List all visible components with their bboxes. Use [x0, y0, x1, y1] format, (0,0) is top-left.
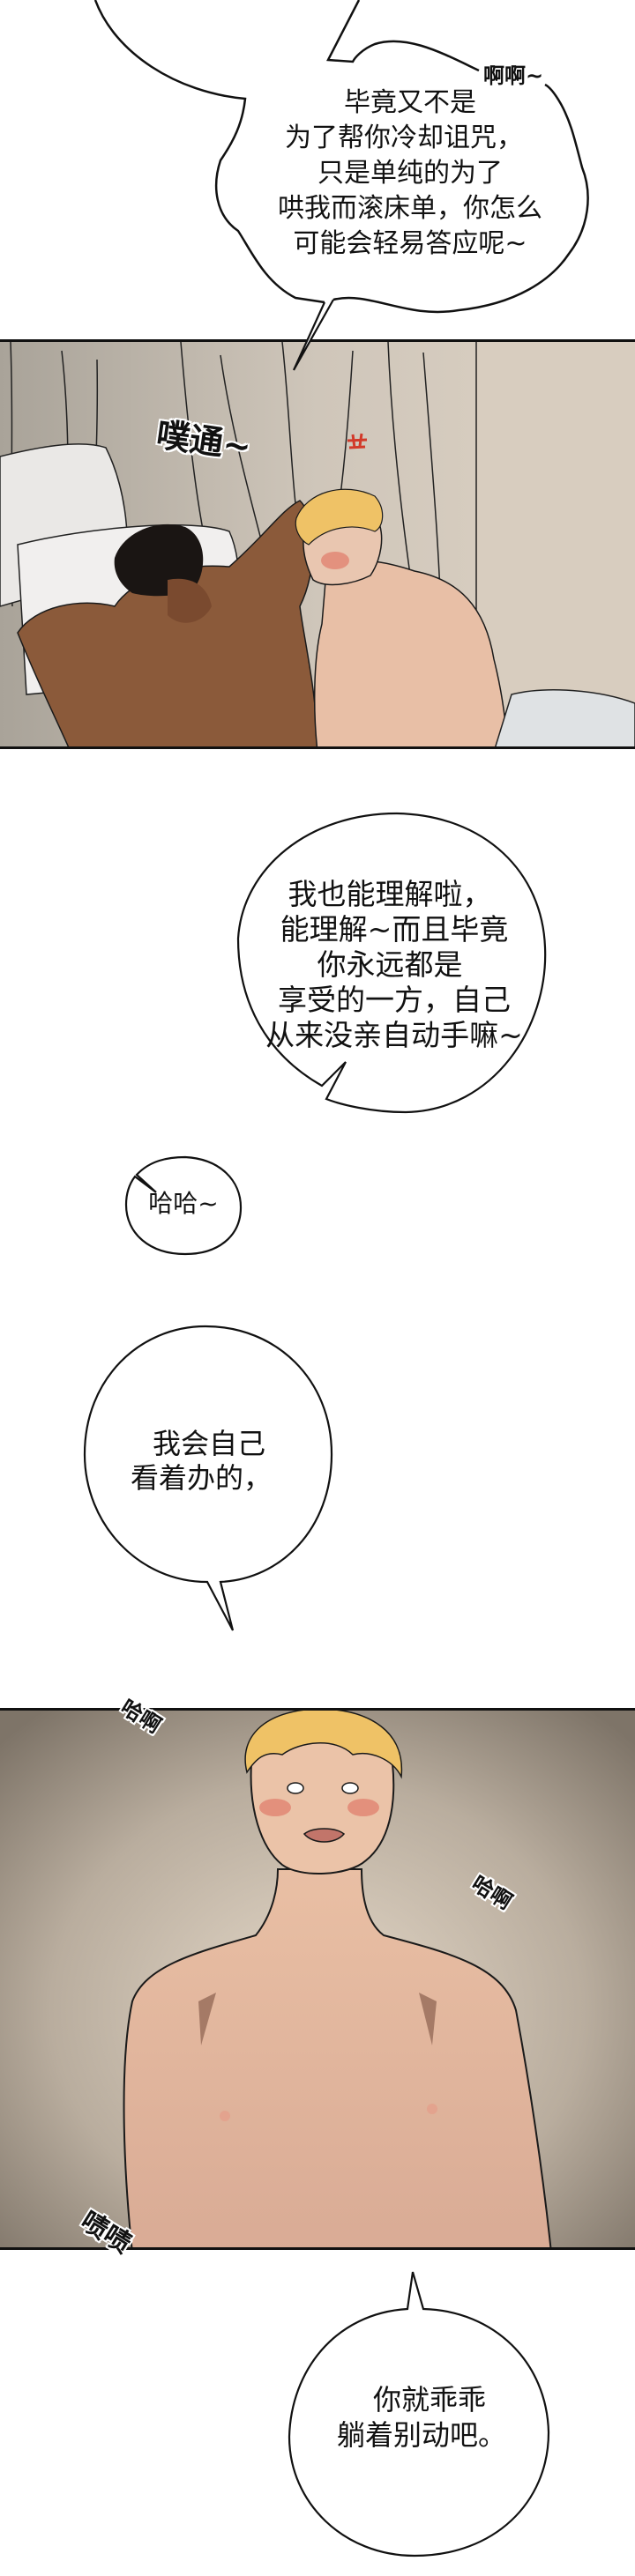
blonde-man: [295, 488, 508, 746]
bed-sheet: [495, 689, 635, 746]
bubble-line: 我也能理解啦，: [288, 877, 492, 911]
eye: [341, 1782, 359, 1794]
blush: [321, 552, 349, 569]
top-speech-bubble-outline: [93, 0, 589, 314]
bubble-line: 从来没亲自动手嘛~: [265, 1018, 523, 1052]
eye: [287, 1782, 304, 1794]
bubble-line: 为了帮你冷却诅咒，: [285, 122, 523, 153]
bubble-line: 毕竟又不是: [344, 87, 476, 118]
bubble-line: 你就乖乖: [372, 2383, 487, 2416]
torso: [123, 1868, 552, 2247]
bubble-tail: [292, 299, 334, 371]
bubble-line: 可能会轻易答应呢~: [293, 228, 527, 259]
bubble-line: 你永远都是: [317, 947, 463, 982]
bubble-line: 看着办的，: [130, 1461, 273, 1495]
speech-bubble-understand-outline: [236, 812, 547, 1114]
mouth: [303, 1828, 346, 1843]
black-hair: [114, 523, 204, 597]
bubble-line: 只是单纯的为了: [318, 158, 503, 189]
blonde-man-illustration: [0, 1711, 635, 2247]
laugh-text: 哈哈~: [148, 1189, 219, 1218]
panel-blonde-man: [0, 1708, 635, 2250]
bubble-line: 哄我而滚床单，你怎么: [278, 193, 542, 224]
speech-bubble-handle-outline: [83, 1325, 333, 1631]
blonde-hair: [295, 488, 384, 546]
blonde-hair: [244, 1711, 403, 1779]
bubble-line: 我会自己: [152, 1427, 266, 1460]
blush: [259, 1799, 291, 1816]
blush: [347, 1799, 379, 1816]
sfx-ahh: 啊啊~: [483, 63, 544, 88]
bubble-line: 躺着别动吧。: [336, 2418, 507, 2452]
bed-scene-illustration: [0, 342, 635, 746]
bubble-line: 享受的一方，自己: [278, 983, 511, 1017]
dark-haired-man: [17, 500, 318, 746]
anger-mark-icon: [347, 433, 368, 449]
speech-bubble-lie-still-outline: [288, 2271, 550, 2557]
speech-bubble-laugh-outline: [124, 1155, 243, 1256]
panel-bed-scene: [0, 339, 635, 749]
bubble-line: 能理解~而且毕竟: [280, 912, 509, 947]
